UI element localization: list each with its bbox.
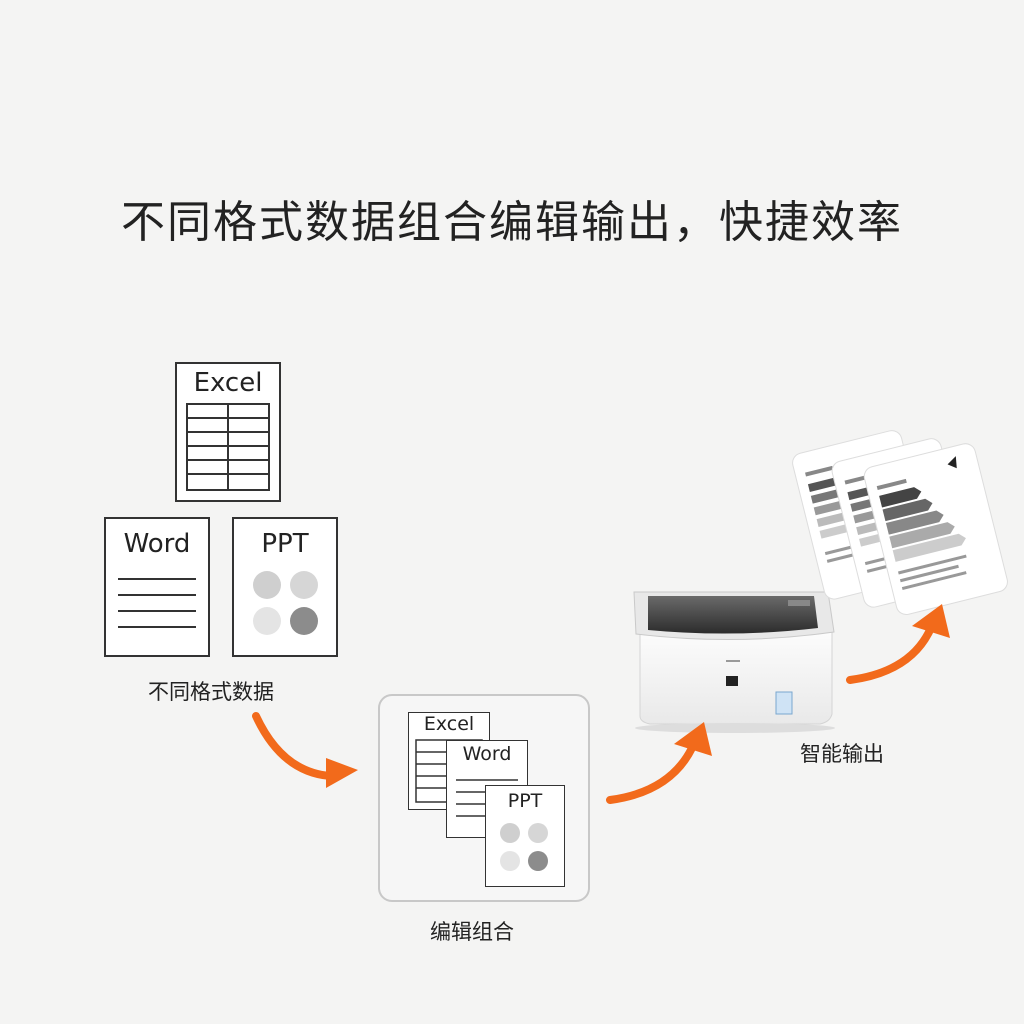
combined-ppt-document: PPT <box>485 785 565 887</box>
ppt-document: PPT <box>232 517 338 657</box>
arrow-to-printer <box>610 722 712 800</box>
slide-dots-icon <box>485 785 565 887</box>
spreadsheet-grid-icon <box>175 362 281 502</box>
arrow-to-output <box>850 604 950 680</box>
text-lines-icon <box>104 517 210 657</box>
word-document: Word <box>104 517 210 657</box>
combined-caption: 编辑组合 <box>430 916 514 946</box>
excel-document: Excel <box>175 362 281 502</box>
headline: 不同格式数据组合编辑输出，快捷效率 <box>0 186 1024 250</box>
arrow-to-combine <box>256 716 358 788</box>
printer-caption: 智能输出 <box>800 738 884 768</box>
sources-caption: 不同格式数据 <box>148 676 274 706</box>
combined-documents-panel: Excel Word PPT <box>378 694 590 902</box>
slide-dots-icon <box>232 517 338 657</box>
